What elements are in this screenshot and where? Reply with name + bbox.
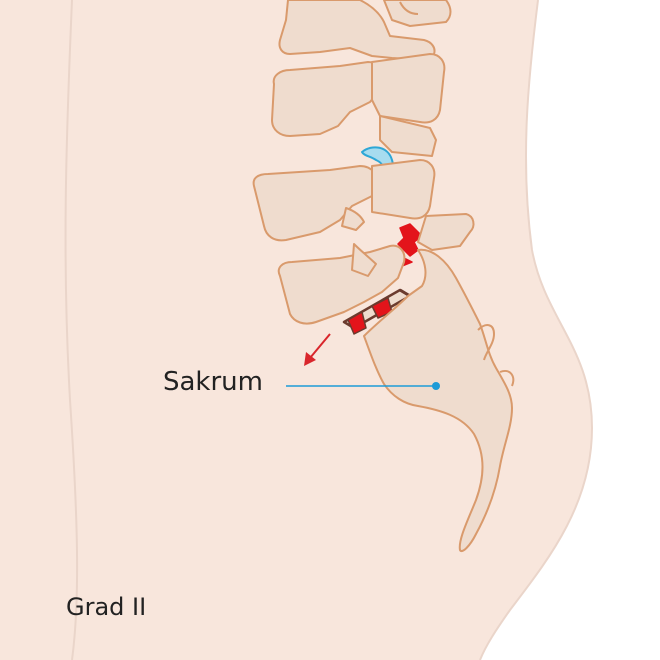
body-outline-front [479, 0, 594, 660]
vertebra-l4 [252, 159, 436, 242]
arrow-down-left-icon [304, 333, 331, 366]
grade-label: Grad II [66, 593, 147, 621]
dot-icon [432, 382, 440, 390]
vertebra-l2 [278, 0, 452, 61]
vertebra-l3 [271, 53, 446, 157]
body-silhouette [0, 0, 592, 660]
sacrum [363, 248, 515, 552]
vertebra-l5 [277, 213, 475, 325]
sacrum-label: Sakrum [163, 367, 263, 397]
body-outline-back [64, 0, 79, 660]
sacrum-pointer [286, 382, 440, 390]
